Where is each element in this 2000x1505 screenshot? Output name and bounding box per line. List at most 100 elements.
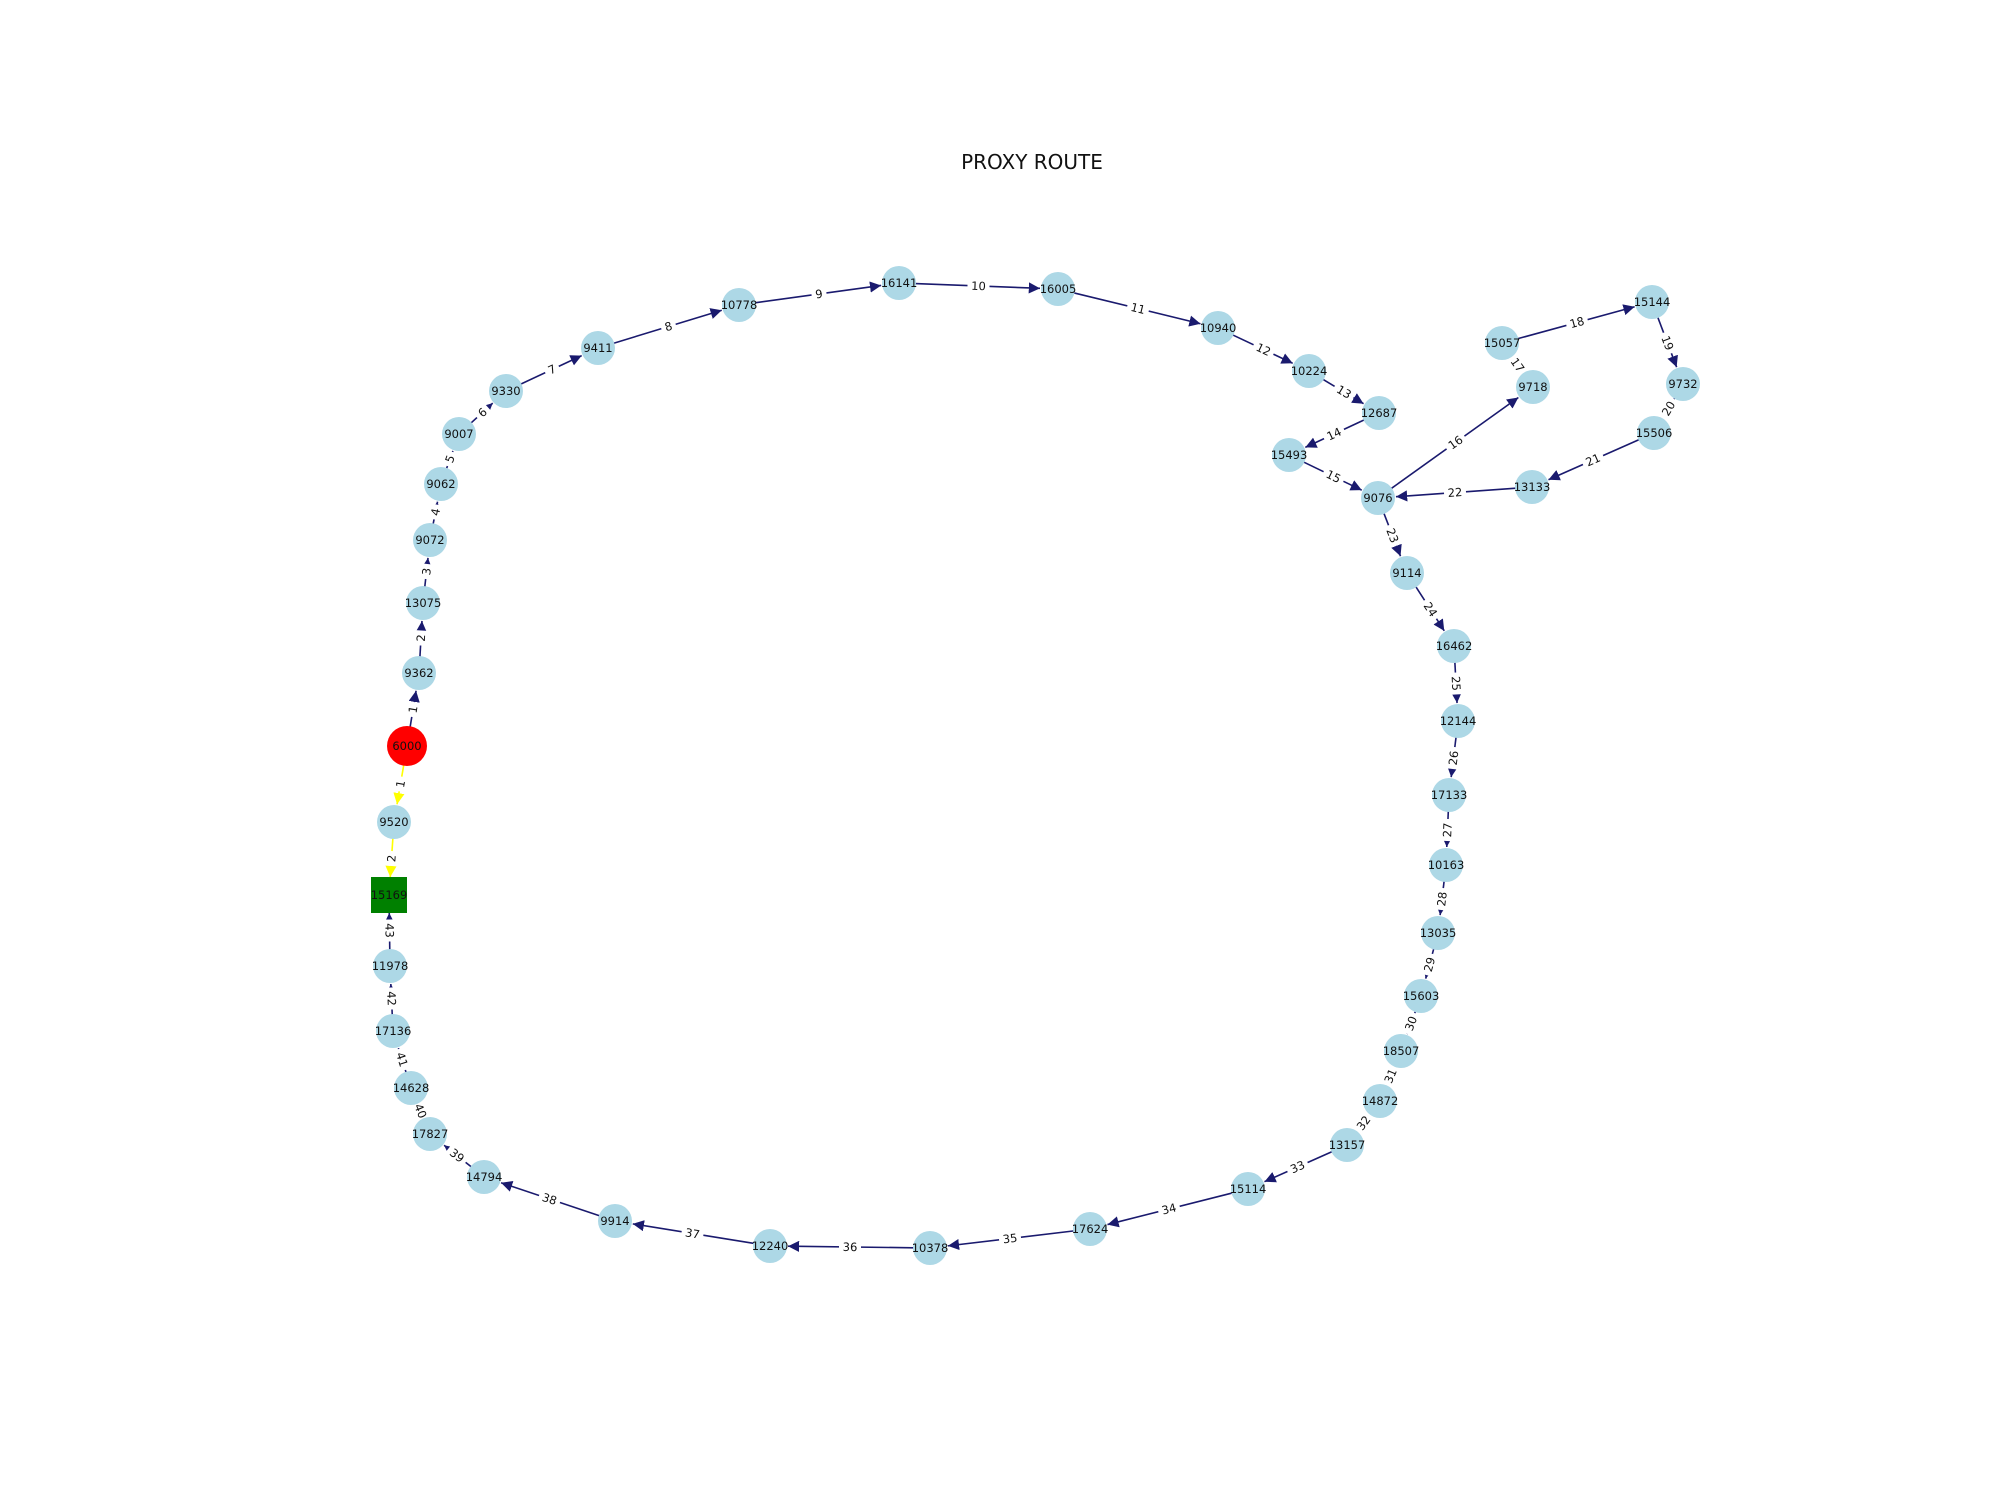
node-label: 9914 (600, 1214, 629, 1228)
edge-label-background (536, 1187, 563, 1211)
edge-label-43: 43 (381, 919, 398, 942)
edge-label-3: 3 (417, 563, 436, 580)
node-17136: 17136 (375, 1014, 411, 1048)
node-label: 9007 (444, 427, 473, 441)
node-9914: 9914 (598, 1204, 632, 1238)
edge-label-background (426, 503, 445, 521)
node-label: 12687 (1361, 406, 1398, 420)
edge-label-27: 27 (1439, 818, 1456, 842)
edge-label-text: 17 (1508, 355, 1528, 375)
edge-label-text: 1 (393, 779, 408, 789)
edge-label-text: 8 (663, 319, 674, 335)
edge-label-background (471, 401, 494, 424)
node-marker (413, 1117, 447, 1151)
node-marker (1272, 438, 1306, 472)
edge-label-background (1399, 1010, 1423, 1037)
node-9362: 9362 (402, 656, 436, 690)
node-label: 17133 (1431, 788, 1468, 802)
edge-label-background (1443, 483, 1467, 502)
node-label: 11978 (372, 959, 409, 973)
node-marker (1362, 396, 1396, 430)
node-label: 10378 (912, 1241, 949, 1255)
edge-label-text: 2 (384, 854, 398, 862)
node-marker (1363, 1084, 1397, 1118)
edge-label-background (1656, 394, 1681, 423)
edge-label-22: 22 (1443, 483, 1467, 502)
edge-label-background (680, 1223, 705, 1244)
edge-label-background (412, 630, 430, 646)
node-12240: 12240 (752, 1229, 788, 1263)
node-12687: 12687 (1361, 396, 1398, 430)
node-marker (424, 467, 458, 501)
edge-label-text: 3 (419, 567, 434, 576)
edge-label-6: 6 (471, 401, 494, 424)
edge-label-background (383, 850, 400, 867)
node-15114: 15114 (1230, 1172, 1266, 1206)
edge-label-31: 31 (1378, 1062, 1403, 1090)
node-15144: 15144 (1634, 285, 1670, 319)
edge-label-text: 37 (684, 1225, 701, 1241)
node-9072: 9072 (413, 523, 447, 557)
node-marker (753, 1229, 787, 1263)
edge-label-background (1579, 448, 1607, 472)
node-label: 14794 (466, 1170, 503, 1184)
node-14794: 14794 (466, 1160, 503, 1194)
edge-label-background (541, 359, 563, 380)
node-15603: 15603 (1403, 979, 1439, 1013)
edge-label-path-1: 1 (391, 775, 410, 793)
node-label: 10940 (1200, 321, 1237, 335)
node-marker (373, 949, 407, 983)
node-marker (1384, 1034, 1418, 1068)
node-label: 9062 (426, 477, 455, 491)
edge-label-text: 34 (1160, 1200, 1178, 1217)
edge-label-text: 23 (1383, 526, 1401, 545)
node-marker (387, 726, 427, 766)
edge-label-14: 14 (1320, 422, 1348, 446)
edge-label-text: 29 (1421, 956, 1438, 974)
node-label: 15506 (1636, 426, 1673, 440)
node-marker (1516, 370, 1550, 404)
node-label: 10163 (1428, 858, 1465, 872)
node-label: 9330 (491, 384, 520, 398)
edge-label-background (998, 1229, 1022, 1248)
edge-label-text: 30 (1402, 1014, 1420, 1033)
node-marker (442, 417, 476, 451)
edge-label-background (1250, 337, 1277, 362)
edge-label-background (1381, 522, 1404, 549)
node-17624: 17624 (1072, 1212, 1108, 1246)
node-9007: 9007 (442, 417, 476, 451)
node-marker (1666, 367, 1700, 401)
edge-label-text: 9 (814, 287, 823, 302)
node-marker (489, 374, 523, 408)
node-9718: 9718 (1516, 370, 1550, 404)
node-marker (1437, 629, 1471, 663)
edge-label-text: 28 (1434, 891, 1450, 907)
node-label: 16141 (881, 276, 918, 290)
edge-label-background (443, 1142, 471, 1169)
node-marker (371, 877, 407, 913)
node-marker (1515, 470, 1549, 504)
edge-label-29: 29 (1418, 951, 1441, 978)
edge-label-background (1432, 887, 1452, 911)
edge-label-background (391, 775, 410, 793)
edge-label-background (1418, 951, 1441, 978)
diagram-title: PROXY ROUTE (961, 150, 1103, 174)
node-label: 9114 (1392, 566, 1421, 580)
node-13035: 13035 (1420, 916, 1456, 950)
edge-label-28: 28 (1432, 887, 1452, 911)
node-15506: 15506 (1636, 416, 1673, 450)
edge-label-36: 36 (838, 1238, 862, 1256)
edge-label-text: 11 (1129, 300, 1147, 317)
edge-label-37: 37 (680, 1223, 705, 1244)
node-marker (598, 1204, 632, 1238)
edge-label-background (967, 277, 990, 295)
node-15169-target: 15169 (371, 877, 408, 913)
node-marker (1201, 311, 1235, 345)
edge-label-text: 43 (382, 923, 396, 938)
node-16462: 16462 (1436, 629, 1472, 663)
node-label: 12144 (1440, 714, 1477, 728)
node-marker (1292, 354, 1326, 388)
edge-label-background (1350, 1109, 1377, 1137)
edge-label-background (383, 987, 400, 1010)
node-label: 15169 (371, 888, 408, 902)
